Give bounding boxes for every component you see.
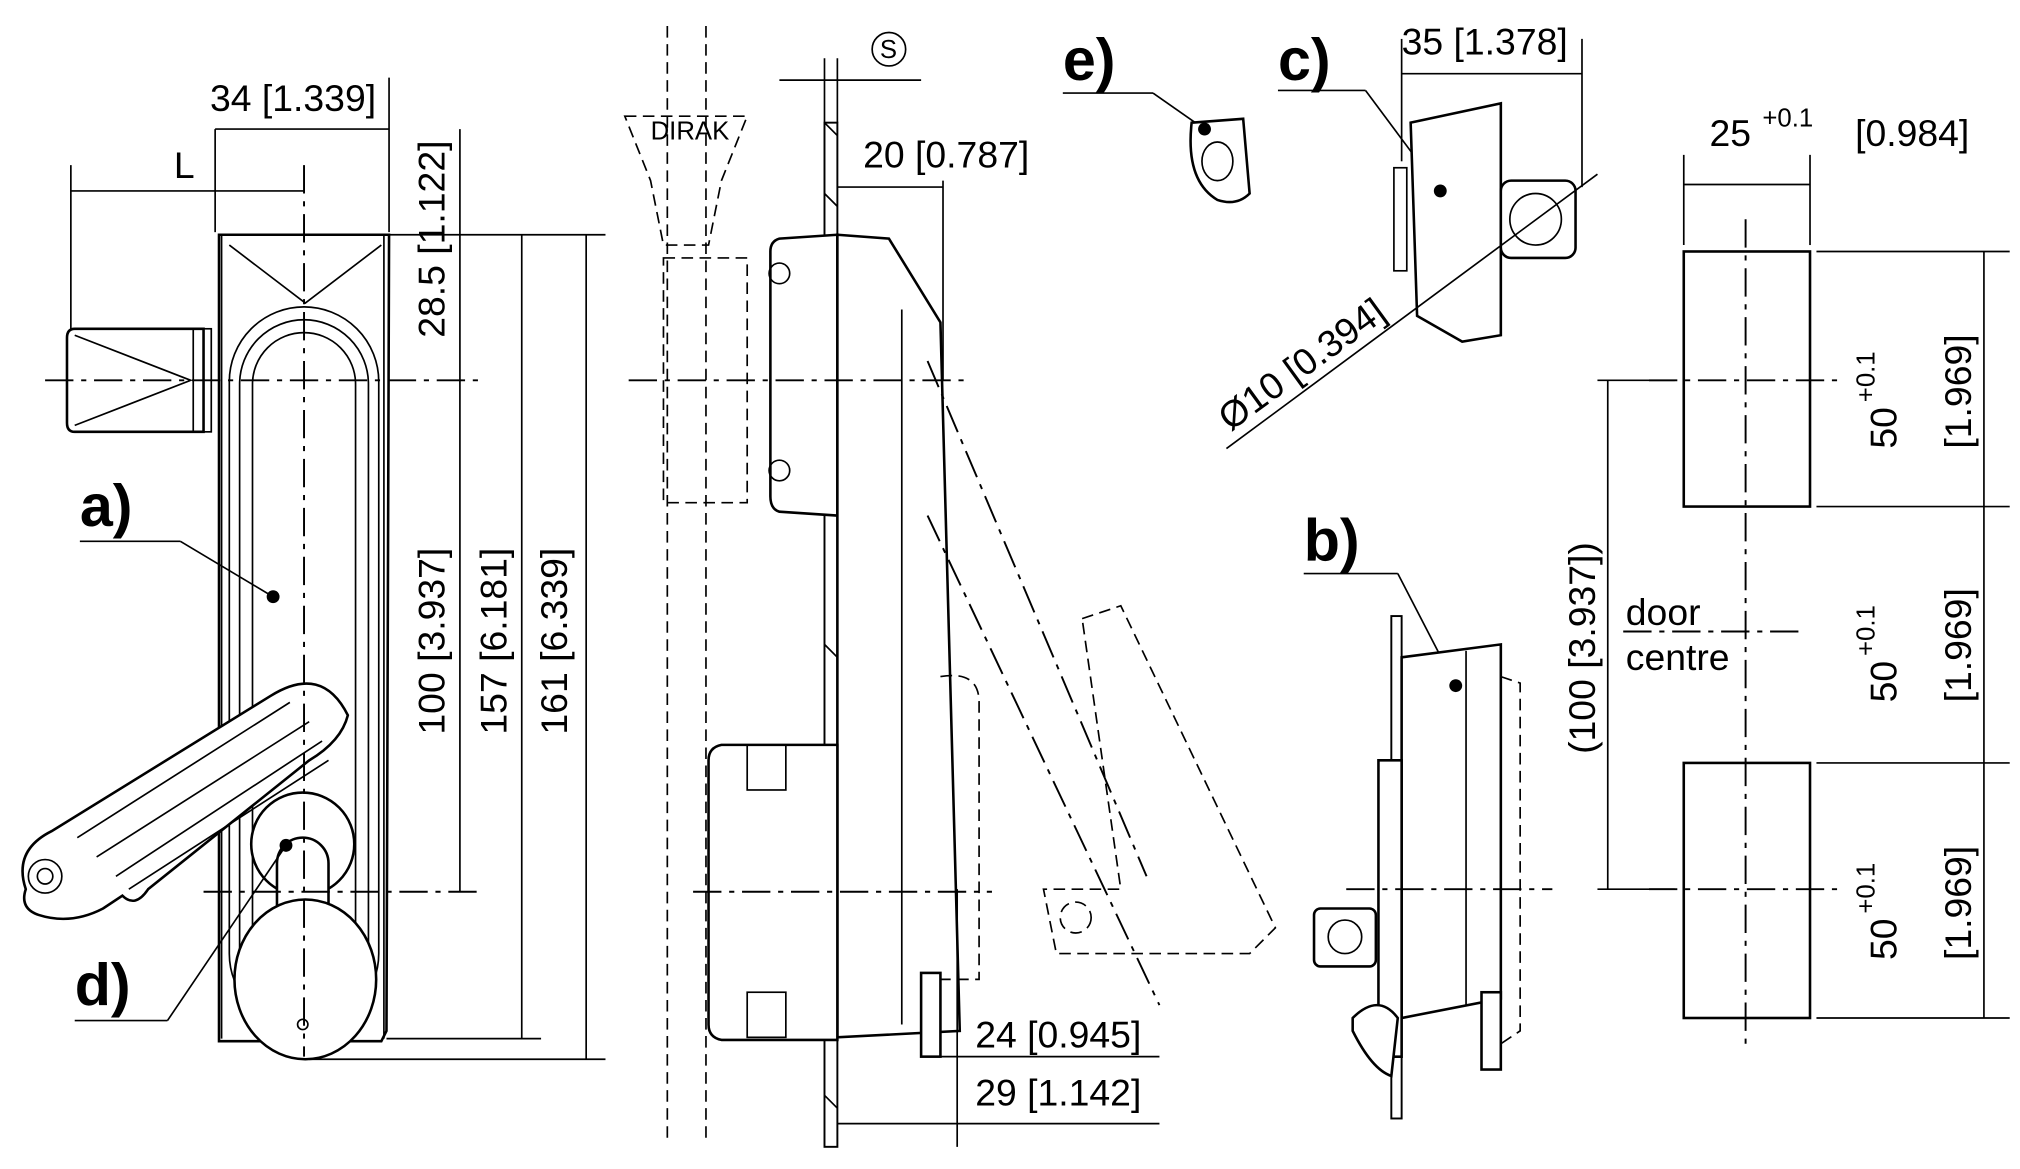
cutout-pitch-2: 50 +0.1 [1.969]: [1852, 588, 1979, 702]
cutout-pitch-1: 50 +0.1 [1.969]: [1852, 334, 1979, 448]
pitch-tolerance: +0.1: [1852, 351, 1880, 402]
pitch-inch: [1.969]: [1937, 334, 1979, 448]
centre-label: centre: [1626, 636, 1730, 678]
detail-e: e): [1062, 26, 1251, 204]
dim-100: 100 [3.937]: [410, 548, 452, 735]
dim-161: 161 [6.339]: [533, 548, 575, 735]
dim-width-34: 34 [1.339]: [210, 77, 376, 119]
pitch-tolerance: +0.1: [1852, 863, 1880, 914]
dim-29: 29 [1.142]: [975, 1072, 1141, 1114]
pitch-value: 50: [1862, 918, 1904, 960]
detail-c: c) 35 [1.378] Ø10 [0.394]: [1210, 20, 1598, 450]
pitch-inch: [1.969]: [1937, 588, 1979, 702]
dirak-logo: DIRAK: [651, 117, 730, 145]
pitch-inch: [1.969]: [1937, 846, 1979, 960]
dim-l: L: [174, 144, 195, 186]
s-symbol: S: [880, 36, 897, 64]
panel-cutout: 25 +0.1 [0.984] (100 [3.937]) door centr…: [1561, 105, 2010, 1044]
callout-a: a): [80, 472, 133, 539]
dim-24: 24 [0.945]: [975, 1014, 1141, 1056]
side-view: DIRAK S 20 [0.787] 24 [0.945] 29 [1.142]: [623, 26, 1277, 1148]
cutout-width-tolerance: +0.1: [1762, 105, 1813, 133]
cutout-width: 25: [1710, 112, 1752, 154]
pitch-tolerance: +0.1: [1852, 605, 1880, 656]
dim-157: 157 [6.181]: [472, 548, 514, 735]
dim-35: 35 [1.378]: [1402, 20, 1568, 62]
pitch-value: 50: [1862, 407, 1904, 449]
callout-e: e): [1063, 26, 1116, 93]
pitch-value: 50: [1862, 661, 1904, 703]
detail-b: b): [1304, 507, 1553, 1120]
callout-c: c): [1278, 26, 1331, 93]
callout-b: b): [1304, 507, 1360, 574]
cutout-width-inch: [0.984]: [1855, 112, 1969, 154]
cutout-pitch-3: 50 +0.1 [1.969]: [1852, 846, 1979, 960]
dim-20: 20 [0.787]: [863, 134, 1029, 176]
dia-10: Ø10 [0.394]: [1210, 290, 1393, 439]
front-view: [21, 165, 484, 1061]
centre-distance: (100 [3.937]): [1561, 542, 1603, 754]
callout-d: d): [75, 951, 131, 1018]
dim-28-5: 28.5 [1.122]: [410, 141, 452, 338]
door-label: door: [1626, 591, 1701, 633]
front-dimensions: 34 [1.339] L 28.5 [1.122] 100 [3.937] 15…: [70, 77, 606, 1061]
